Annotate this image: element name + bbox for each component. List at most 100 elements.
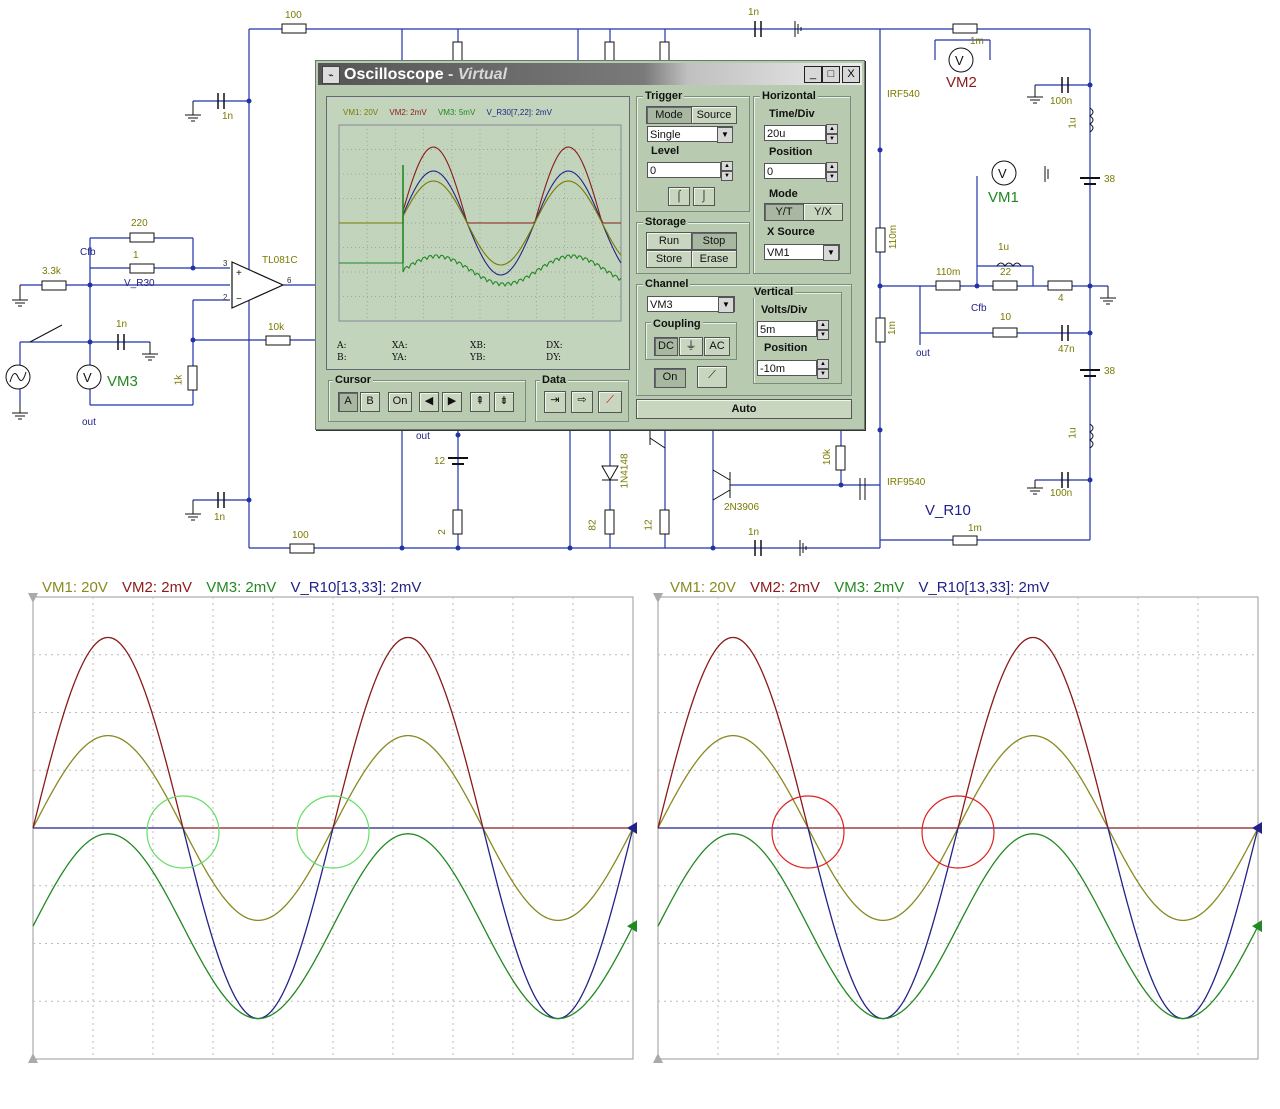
store-button[interactable]: Store [646,250,692,268]
voltsdiv-spinner[interactable]: ▲▼ [817,320,829,340]
probe-icon[interactable]: ⟋ [697,366,727,388]
vpos-spinner[interactable]: ▲▼ [817,359,829,379]
out-left-label: out [82,417,96,428]
trigger-mode-select[interactable]: Single [647,126,733,142]
readout-xb: XB: [470,341,487,351]
timediv-label: Time/Div [767,108,817,120]
opamp-label: TL081C [262,255,298,266]
crossover-circle [771,795,845,869]
r33k-label: 3.3k [42,266,61,277]
stop-button[interactable]: Stop [691,232,737,250]
legend-vm2: VM2: 2mV [122,579,193,596]
export-icon[interactable]: ⇨ [571,391,593,413]
vpos-input[interactable]: -10m [757,360,817,376]
timediv-input[interactable]: 20u [764,125,826,141]
readout-xa: XA: [392,341,408,351]
minimize-button[interactable]: _ [804,66,822,83]
mini-trace-1 [339,170,622,276]
channel-marker-vm3 [627,920,637,933]
c1n-input-label: 1n [116,319,128,330]
arrow-left-icon[interactable]: ◀ [419,392,439,412]
scope-screen[interactable]: VM1: 20V VM2: 2mV VM3: 5mV V_R30[7,22]: … [326,96,630,370]
chart-icon[interactable]: ⟋ [598,391,622,413]
r12-label: 12 [643,519,655,531]
v38-bottom-label: 38 [1104,366,1116,377]
r2-label: 2 [436,529,448,535]
channel-on-button[interactable]: On [654,368,686,388]
mini-scope-display [338,124,622,322]
import-icon[interactable]: ⇥ [544,391,566,413]
trigger-source-button[interactable]: Source [691,106,737,124]
trigger-level-spinner[interactable]: ▲▼ [721,161,733,181]
c100n-top-label: 100n [1050,96,1073,107]
arrow-down-icon[interactable]: ⇟ [494,392,514,412]
trigger-group [636,96,750,212]
diode-label: 1N4148 [619,453,631,489]
hpos-spinner[interactable]: ▲▼ [826,162,838,182]
yx-button[interactable]: Y/X [803,203,843,221]
mini-trace-2 [339,180,622,266]
hpos-input[interactable]: 0 [764,163,826,179]
series-v-r10-13-33- [33,827,634,1020]
legend-vr10: V_R10[13,33]: 2mV [918,579,1050,596]
l1u-bottom-label: 1u [1067,427,1079,439]
screen-header-vr30: V_R30[7,22]: 2mV [486,108,552,117]
baseline-marker [28,1053,38,1063]
falling-edge-icon[interactable]: ⌡ [693,187,715,206]
erase-button[interactable]: Erase [691,250,737,268]
v-r30-label: V_R30 [124,278,155,289]
vertical-title: Vertical [752,286,796,298]
voltsdiv-input[interactable]: 5m [757,321,817,337]
ac-button[interactable]: AC [704,337,730,356]
trigger-level-label: Level [649,145,682,157]
voltsdiv-label: Volts/Div [759,304,810,316]
r4-label: 4 [1058,293,1064,304]
legend-vm3: VM3: 2mV [206,579,277,596]
storage-group [636,222,750,274]
chevron-down-icon[interactable]: ▼ [823,245,839,261]
r220-label: 220 [131,218,148,229]
trigger-level-input[interactable]: 0 [647,162,721,178]
cursor-a-button[interactable]: A [338,392,358,412]
r110m-vert-label: 110m [888,224,900,250]
cursor-b-button[interactable]: B [360,392,380,412]
trigger-marker [653,593,663,603]
window-title-main: Oscilloscope [344,66,444,83]
title-bar[interactable]: ⌁ Oscilloscope - Virtual _ □ X [318,63,862,85]
c1n-tl-label: 1n [222,111,234,122]
svg-text:+: + [236,268,242,279]
timediv-spinner[interactable]: ▲▼ [826,124,838,144]
ground-icon[interactable]: ⏚ [679,337,703,356]
trigger-mode-button[interactable]: Mode [646,106,692,124]
auto-button[interactable]: Auto [636,399,852,419]
channel-select[interactable]: VM3 [647,296,735,312]
q2n3906-label: 2N3906 [724,502,760,513]
cfb-right-label: Cfb [971,303,987,314]
series-vm3 [657,833,1259,1020]
run-button[interactable]: Run [646,232,692,250]
trigger-title: Trigger [643,90,685,102]
arrow-up-icon[interactable]: ⇞ [470,392,490,412]
maximize-button[interactable]: □ [822,66,840,83]
r1-label: 1 [133,250,139,261]
cursor-title: Cursor [333,374,374,386]
legend-vm2: VM2: 2mV [750,579,821,596]
scope-icon: ⌁ [322,66,340,84]
close-button[interactable]: X [842,66,860,83]
out-right-label: out [916,348,930,359]
dc-button[interactable]: DC [654,337,678,356]
chevron-down-icon[interactable]: ▼ [717,127,733,143]
xsource-select[interactable]: VM1 [764,244,840,260]
chart-right-legend: VM1: 20V VM2: 2mV VM3: 2mV V_R10[13,33]:… [670,579,1049,596]
rising-edge-icon[interactable]: ⌠ [668,187,690,206]
hmode-label: Mode [767,188,800,200]
screen-header: VM1: 20V VM2: 2mV VM3: 5mV V_R30[7,22]: … [343,108,552,117]
chevron-down-icon[interactable]: ▼ [718,297,734,313]
channel-marker-vr10 [627,822,637,834]
arrow-right-icon[interactable]: ▶ [442,392,462,412]
series-v-r10-13-33- [658,827,1259,1020]
cursor-on-button[interactable]: On [388,392,412,412]
svg-text:V: V [998,166,1007,181]
yt-button[interactable]: Y/T [764,203,804,221]
v12-label: 12 [434,456,446,467]
